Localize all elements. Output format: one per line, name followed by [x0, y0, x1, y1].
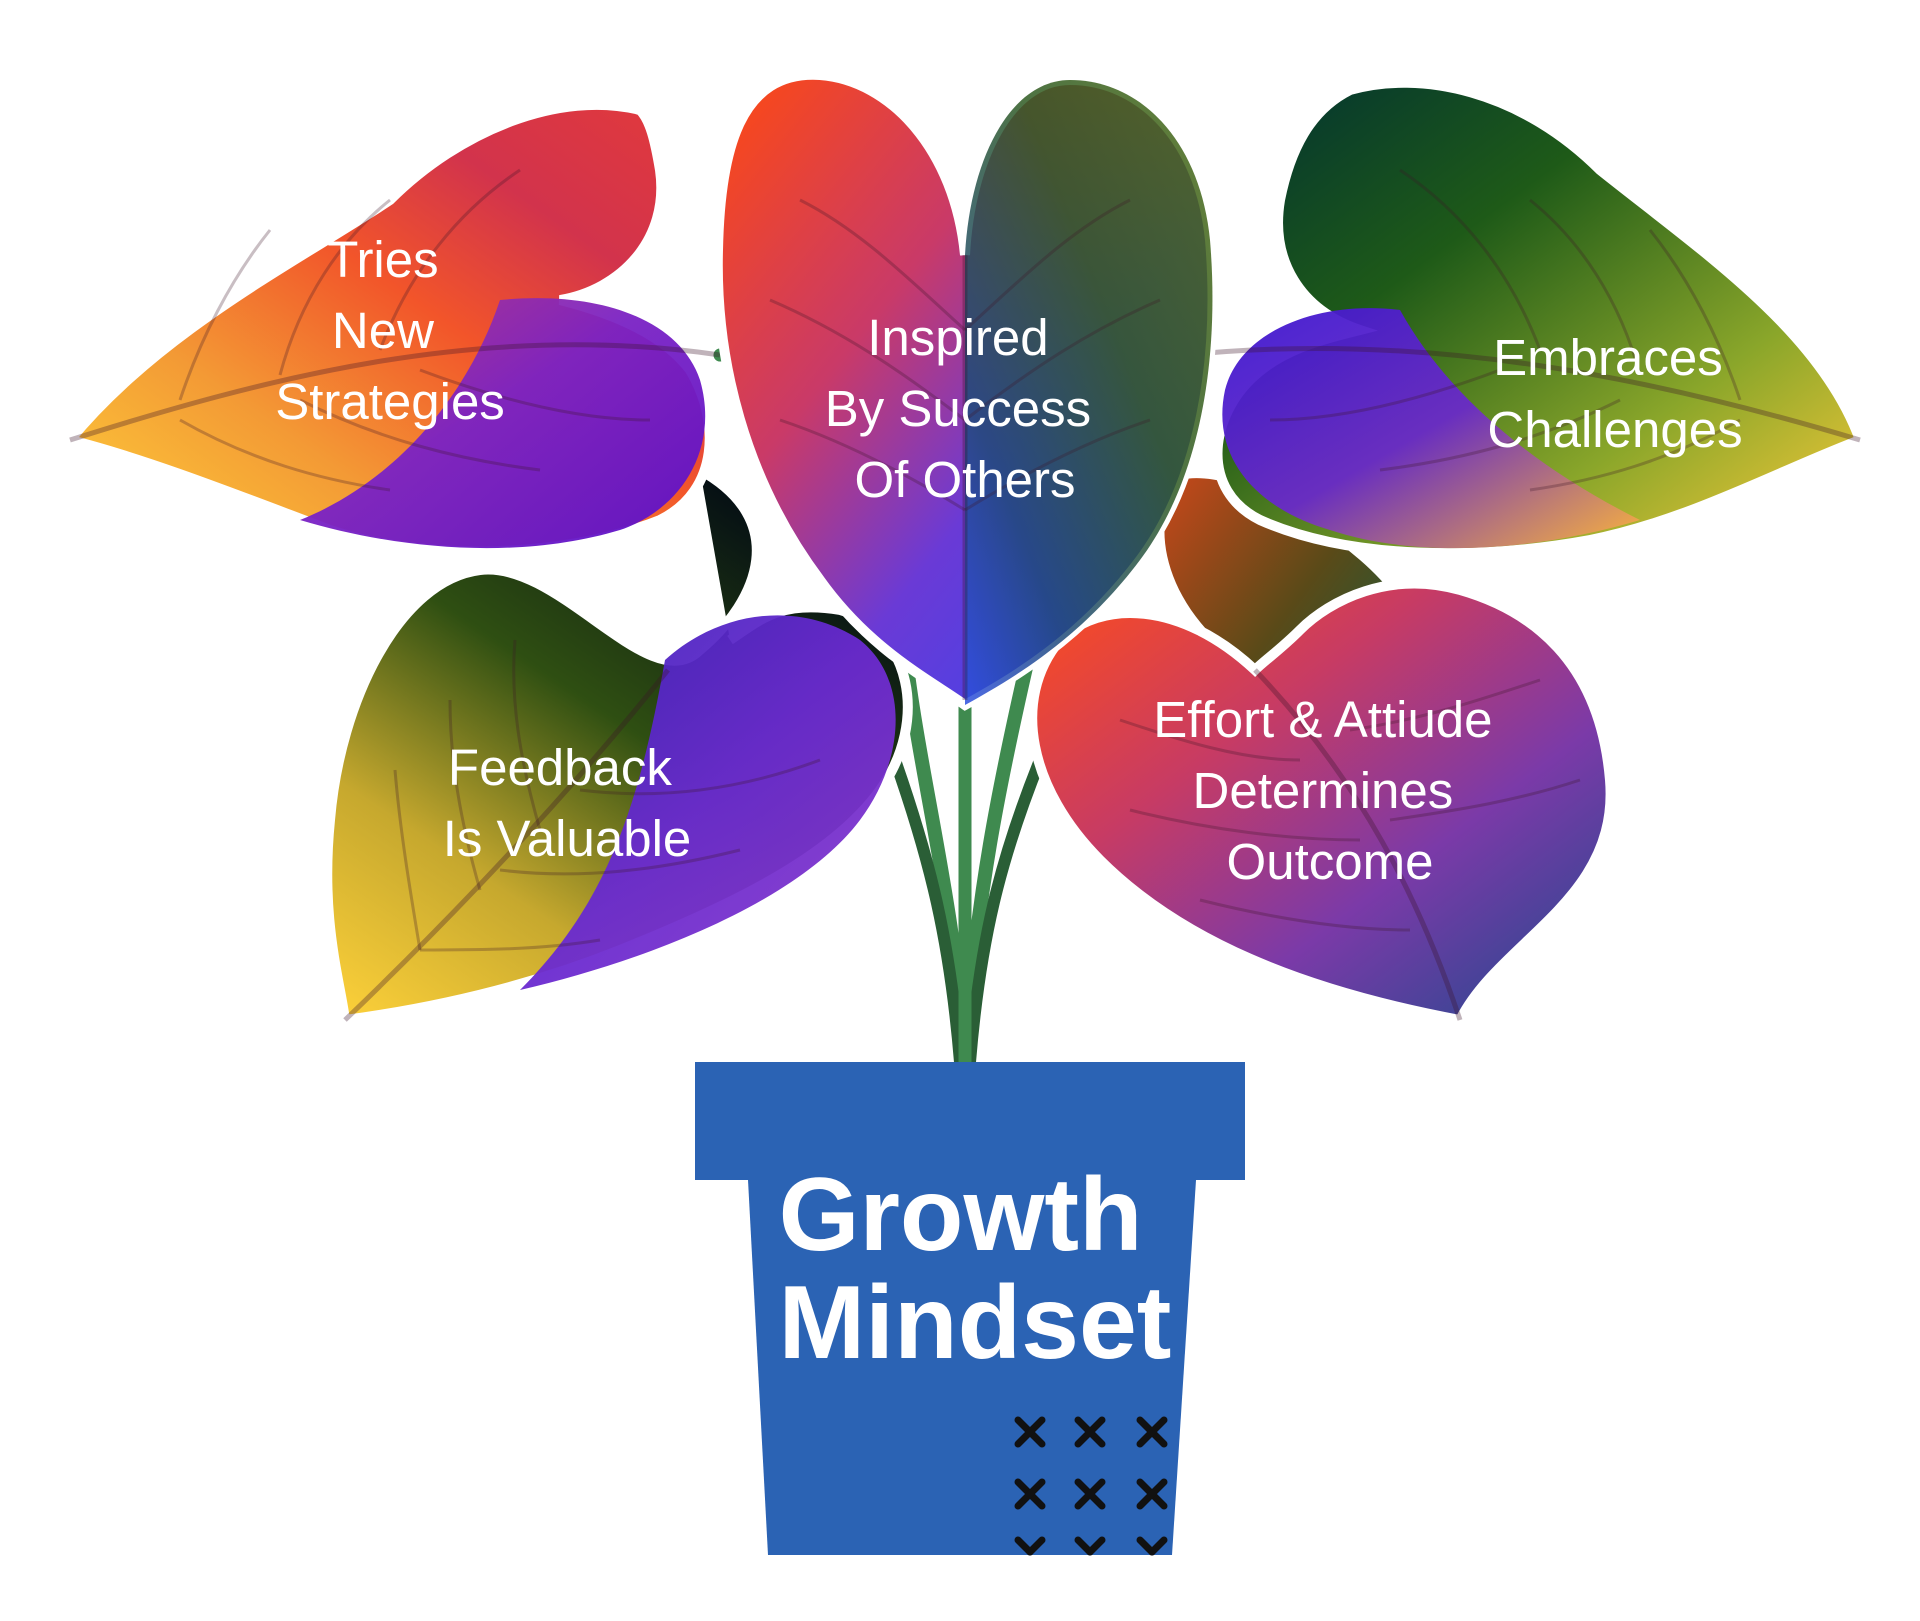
- leaf-label-line: Strategies: [275, 373, 505, 430]
- leaf-label-line: Tries: [327, 231, 438, 288]
- cross-mark: [1074, 1416, 1106, 1448]
- leaf-label-line: Of Others: [854, 451, 1075, 508]
- cross-mark: [1014, 1416, 1046, 1448]
- leaf-lobe: [520, 615, 896, 990]
- cross-mark: [1014, 1478, 1046, 1510]
- leaf-shape: [1027, 578, 1616, 1026]
- cross-mark: [1014, 1536, 1046, 1556]
- leaf-tries-new-strategies: Tries New Strategies: [61, 99, 721, 557]
- leaf-lobe: [1222, 308, 1640, 549]
- pot-cross-marks: [1014, 1416, 1168, 1556]
- leaf-effort-attitude: Effort & Attiude Determines Outcome: [1027, 478, 1616, 1026]
- leaf-label: Embraces Challenges: [1487, 329, 1742, 458]
- pot-label: Growth Mindset: [779, 1157, 1172, 1381]
- pot-label-line: Mindset: [779, 1265, 1172, 1381]
- leaf-label-line: Challenges: [1487, 401, 1742, 458]
- cross-mark: [1136, 1478, 1168, 1510]
- leaf-label-line: Inspired: [867, 309, 1048, 366]
- cross-mark: [1136, 1416, 1168, 1448]
- leaf-label: Tries New Strategies: [275, 231, 505, 430]
- leaf-label: Inspired By Success Of Others: [825, 309, 1106, 508]
- leaf-label-line: Outcome: [1227, 833, 1434, 890]
- leaf-label: Feedback Is Valuable: [443, 739, 692, 867]
- leaf-embraces-challenges: Embraces Challenges: [1184, 77, 1867, 559]
- leaf-label-line: Feedback: [448, 739, 672, 796]
- leaf-label-line: Is Valuable: [443, 810, 692, 867]
- leaf-label-line: Determines: [1193, 762, 1454, 819]
- cross-mark: [1074, 1536, 1106, 1556]
- cross-mark: [1136, 1536, 1168, 1556]
- stem: [964, 754, 1046, 1068]
- flower-pot: Growth Mindset: [695, 1062, 1245, 1556]
- pot-label-line: Growth: [779, 1157, 1143, 1273]
- leaf-right-half: [965, 80, 1213, 705]
- leaf-label-line: New: [332, 302, 434, 359]
- leaf-feedback-is-valuable: Feedback Is Valuable: [322, 465, 913, 1026]
- pot-body: [748, 1180, 1196, 1555]
- leaf-label-line: By Success: [825, 380, 1091, 437]
- leaf-lobe: [300, 298, 706, 549]
- cross-mark: [1074, 1478, 1106, 1510]
- leaf-label-line: Effort & Attiude: [1153, 691, 1492, 748]
- leaf-label: Effort & Attiude Determines Outcome: [1153, 691, 1506, 890]
- leaf-label-line: Embraces: [1493, 329, 1723, 386]
- leaf-inspired-by-success: Inspired By Success Of Others: [712, 69, 1218, 711]
- pot-rim: [695, 1062, 1245, 1180]
- stem: [889, 754, 966, 1068]
